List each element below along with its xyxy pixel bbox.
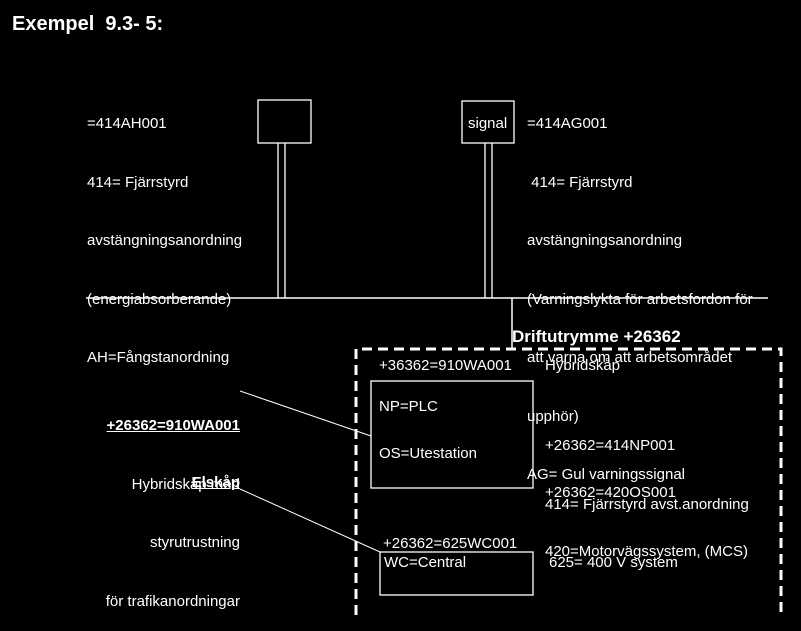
text-line: upphör) <box>527 407 579 425</box>
central-code: +26362=625WC001 <box>383 535 518 552</box>
os-label: OS=Utestation <box>379 445 477 462</box>
os-description: +26362=420OS001 420=Motorvägssystem, (MC… <box>545 444 748 581</box>
cabinet-name: Hybridskåp <box>545 357 621 374</box>
text-line: för trafikanordningar <box>105 592 240 610</box>
text-line: +26362=414NP001 <box>545 437 676 454</box>
room-boundary <box>354 347 783 615</box>
text-line: styrutrustning <box>149 534 240 551</box>
text-line: (Varningslykta för arbetsfordon för <box>527 290 753 308</box>
diagram-canvas <box>86 99 783 615</box>
left-device-description: =414AH001 414= Fjärrstyrd avstängningsan… <box>87 75 242 387</box>
right-device-description: =414AG001 414= Fjärrstyrd avstängningsan… <box>527 75 753 504</box>
cabinet-callout: +26362=910WA001 Hybridskåp med styrutrus… <box>106 377 240 631</box>
text-line: avstängningsanordning <box>527 232 683 249</box>
text-line: =414AG001 <box>527 115 608 132</box>
text-line: 414= Fjärrstyrd avst.anordning <box>545 495 749 513</box>
central-label: WC=Central <box>384 554 467 571</box>
callout-code: +26362=910WA001 <box>106 417 240 434</box>
signal-box-label: signal <box>468 115 508 132</box>
left-device-box <box>257 99 312 144</box>
text-line: avstängningsanordning <box>87 232 243 249</box>
page-title: Exempel 9.3- 5: <box>12 13 164 35</box>
np-label: NP=PLC <box>379 398 438 415</box>
cabinet-box <box>370 380 534 489</box>
cabinet-leader <box>239 390 372 437</box>
text-line: =414AH001 <box>87 115 167 132</box>
text-line: 420=Motorvägssystem, (MCS) <box>545 542 748 560</box>
central-box <box>379 551 534 596</box>
central-description: 625= 400 V system <box>549 554 678 571</box>
elskap-leader <box>239 488 381 553</box>
text-line: AH=Fångstanordning <box>87 349 230 366</box>
text-line: +26362=420OS001 <box>545 484 676 501</box>
cabinet-code: +36362=910WA001 <box>379 357 512 374</box>
np-description: +26362=414NP001 414= Fjärrstyrd avst.ano… <box>545 397 749 534</box>
text-line: 414= Fjärrstyrd <box>87 173 189 191</box>
room-title: Driftutrymme +26362 <box>512 327 681 346</box>
text-line: AG= Gul varningssignal <box>527 466 685 483</box>
text-line: att varna om att arbetsområdet <box>527 349 733 366</box>
text-line: 414= Fjärrstyrd <box>527 173 633 191</box>
signal-box <box>461 100 515 144</box>
text-line: Hybridskåp med <box>131 475 240 493</box>
elskap-callout: Elskåp <box>191 474 240 491</box>
text-line: (energiabsorberande) <box>87 290 232 308</box>
